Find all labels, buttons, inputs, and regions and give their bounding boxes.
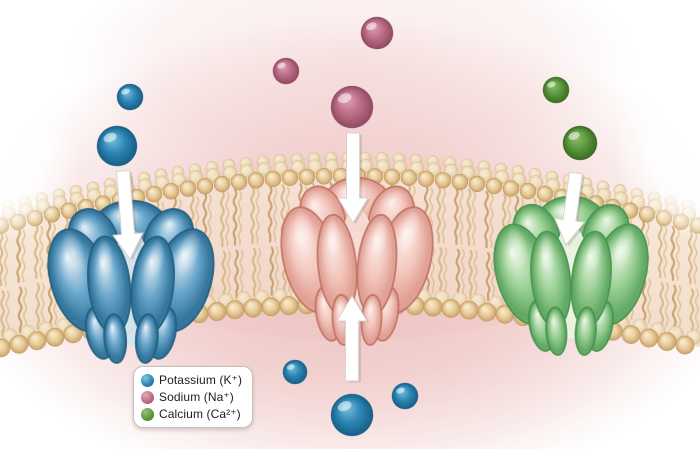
legend-item-potassium: Potassium (K⁺) (141, 373, 242, 387)
potassium-ion (282, 359, 308, 385)
sodium-ion (272, 57, 300, 85)
potassium-ion (96, 125, 138, 167)
calcium-ion (542, 76, 570, 104)
potassium-ion (116, 83, 144, 111)
sodium-ion (330, 85, 374, 129)
legend: Potassium (K⁺) Sodium (Na⁺) Calcium (Ca²… (133, 366, 254, 428)
sodium-ion-icon (141, 390, 154, 404)
calcium-influx-arrow (553, 171, 586, 246)
sodium-ion (360, 16, 394, 50)
legend-label-potassium: Potassium (K⁺) (159, 373, 243, 387)
legend-item-sodium: Sodium (Na⁺) (141, 390, 242, 404)
calcium-ion (562, 125, 598, 161)
sodium-influx-arrow (337, 132, 369, 224)
ions (96, 16, 598, 437)
potassium-channel (47, 199, 215, 364)
flow-arrows (112, 132, 587, 383)
sodium-efflux-arrow (336, 295, 368, 382)
calcium-ion-icon (141, 407, 154, 421)
legend-label-sodium: Sodium (Na⁺) (159, 390, 234, 404)
sodium-channel (280, 176, 434, 346)
calcium-channel (493, 195, 649, 356)
potassium-influx-arrow (112, 169, 144, 260)
potassium-ion (330, 393, 374, 437)
potassium-ion-icon (141, 373, 154, 387)
potassium-ion (391, 382, 419, 410)
edge-fade (0, 45, 700, 246)
legend-label-calcium: Calcium (Ca²⁺) (159, 407, 241, 421)
legend-item-calcium: Calcium (Ca²⁺) (141, 407, 242, 421)
